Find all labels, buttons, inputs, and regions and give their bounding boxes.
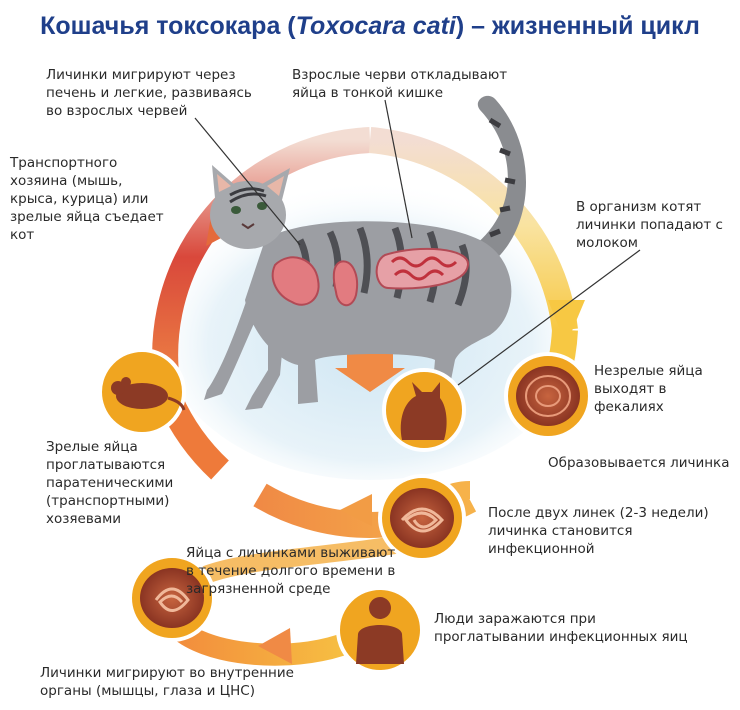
node-larva-egg: [378, 474, 466, 562]
human-icon: [356, 597, 404, 664]
node-mouse: [98, 348, 186, 436]
node-human: [336, 586, 424, 674]
label-paratenic: Зрелые яйца проглатываются паратенически…: [46, 439, 174, 527]
egg-icon: [140, 568, 204, 628]
mouse-icon: [111, 377, 186, 411]
label-adults-lay-eggs: Взрослые черви откладывают яйца в тонкой…: [292, 67, 508, 101]
title-prefix: Кошачья токсокара (: [40, 12, 296, 40]
label-immature-eggs: Незрелые яйца выходят в фекалиях: [594, 363, 703, 415]
leader-lines: [194, 99, 641, 386]
label-larvae-organs: Личинки мигрируют во внутренние органы (…: [40, 665, 294, 699]
down-arrow: [335, 348, 405, 392]
label-kittens-milk: В организм котят личинки попадают с моло…: [576, 199, 723, 251]
label-transport-host: Транспортного хозяина (мышь, крыса, кури…: [10, 155, 164, 243]
label-eggs-survive: Яйца с личинками выживают в течение долг…: [186, 545, 396, 597]
label-larvae-migrate-cat: Личинки мигрируют через печень и легкие,…: [46, 67, 252, 119]
egg-icon: [516, 366, 580, 426]
label-after-molts: После двух линек (2-3 недели) личинка ст…: [488, 505, 709, 557]
egg-icon: [390, 488, 454, 548]
page-title: Кошачья токсокара (Toxocara cati) – жизн…: [0, 12, 740, 41]
node-cat: [382, 368, 466, 452]
node-organ-egg: [128, 554, 216, 642]
cat-illustration: [204, 95, 527, 410]
node-immature-egg: [504, 352, 592, 440]
label-larva-forms: Образовывается личинка: [548, 455, 730, 471]
title-latin: Toxocara cati: [295, 12, 456, 40]
cat-icon: [400, 382, 447, 440]
label-humans-infected: Люди заражаются при проглатывании инфекц…: [434, 611, 688, 645]
title-suffix: ) – жизненный цикл: [455, 12, 700, 40]
